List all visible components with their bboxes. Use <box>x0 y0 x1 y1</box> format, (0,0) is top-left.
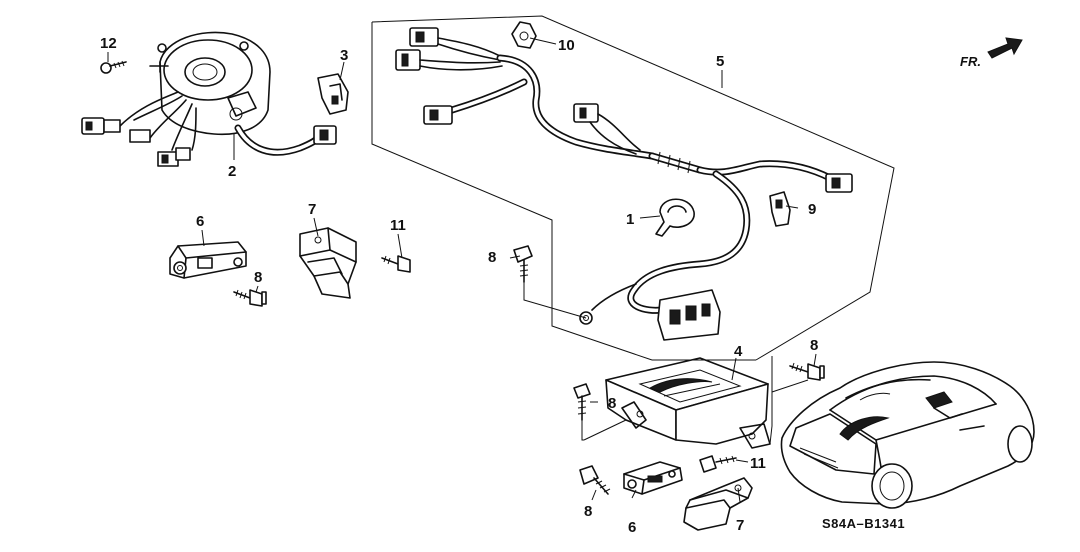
callout-8-upper-left: 8 <box>254 269 262 286</box>
clamp-1-icon[interactable] <box>655 198 695 237</box>
bolt-11-lower[interactable] <box>699 455 737 473</box>
callout-11-upper: 11 <box>390 217 406 234</box>
clip-3-icon[interactable] <box>317 73 349 115</box>
front-direction-arrow-icon: FR. <box>960 37 1023 69</box>
bolt-8-ecu-left[interactable] <box>573 383 591 441</box>
callout-12: 12 <box>100 35 117 52</box>
bolt-8-ecu-right[interactable] <box>789 362 825 381</box>
main-wire-harness[interactable] <box>395 27 853 341</box>
callout-leaders <box>107 37 817 503</box>
callout-10: 10 <box>558 37 575 54</box>
bracket-7-upper[interactable] <box>299 227 357 299</box>
bolt-11-upper[interactable] <box>381 255 411 273</box>
srs-unit-4[interactable] <box>605 357 771 449</box>
callout-8-lower-left: 8 <box>584 503 592 520</box>
callout-7-upper: 7 <box>308 201 316 218</box>
screw-12-icon[interactable] <box>100 60 127 74</box>
harness-boundary-box <box>371 15 895 361</box>
callout-8-ecu-left: 8 <box>608 395 616 412</box>
callout-5: 5 <box>716 53 724 70</box>
diagram-code: S84A–B1341 <box>822 516 905 531</box>
bolt-8-harness[interactable] <box>513 245 587 319</box>
callout-8-harness: 8 <box>488 249 496 266</box>
clip-9-icon[interactable] <box>769 191 791 227</box>
bracket-7-lower[interactable] <box>683 477 753 531</box>
bolt-8-lower-left[interactable] <box>579 465 611 495</box>
sensor-6-upper[interactable] <box>169 241 247 279</box>
callout-6-upper: 6 <box>196 213 204 230</box>
callout-9: 9 <box>808 201 816 218</box>
direction-label: FR. <box>960 54 981 69</box>
callout-8-ecu-right: 8 <box>810 337 818 354</box>
callout-labels: 12 2 3 4 5 6 6 7 7 8 8 8 8 8 9 10 11 11 … <box>100 35 818 536</box>
cable-reel-assembly[interactable] <box>81 31 337 167</box>
bolt-8-upper-left[interactable] <box>233 289 267 307</box>
callout-6-lower: 6 <box>628 519 636 536</box>
car-silhouette-icon <box>780 361 1035 509</box>
clip-10-icon[interactable] <box>511 21 537 49</box>
callout-4: 4 <box>734 343 743 360</box>
callout-1: 1 <box>626 211 634 228</box>
callout-7-lower: 7 <box>736 517 744 534</box>
callout-3: 3 <box>340 47 348 64</box>
sensor-6-lower[interactable] <box>623 461 683 495</box>
callout-2: 2 <box>228 163 236 180</box>
ecu-boundary-lines <box>583 356 809 445</box>
callout-11-lower: 11 <box>750 455 766 472</box>
